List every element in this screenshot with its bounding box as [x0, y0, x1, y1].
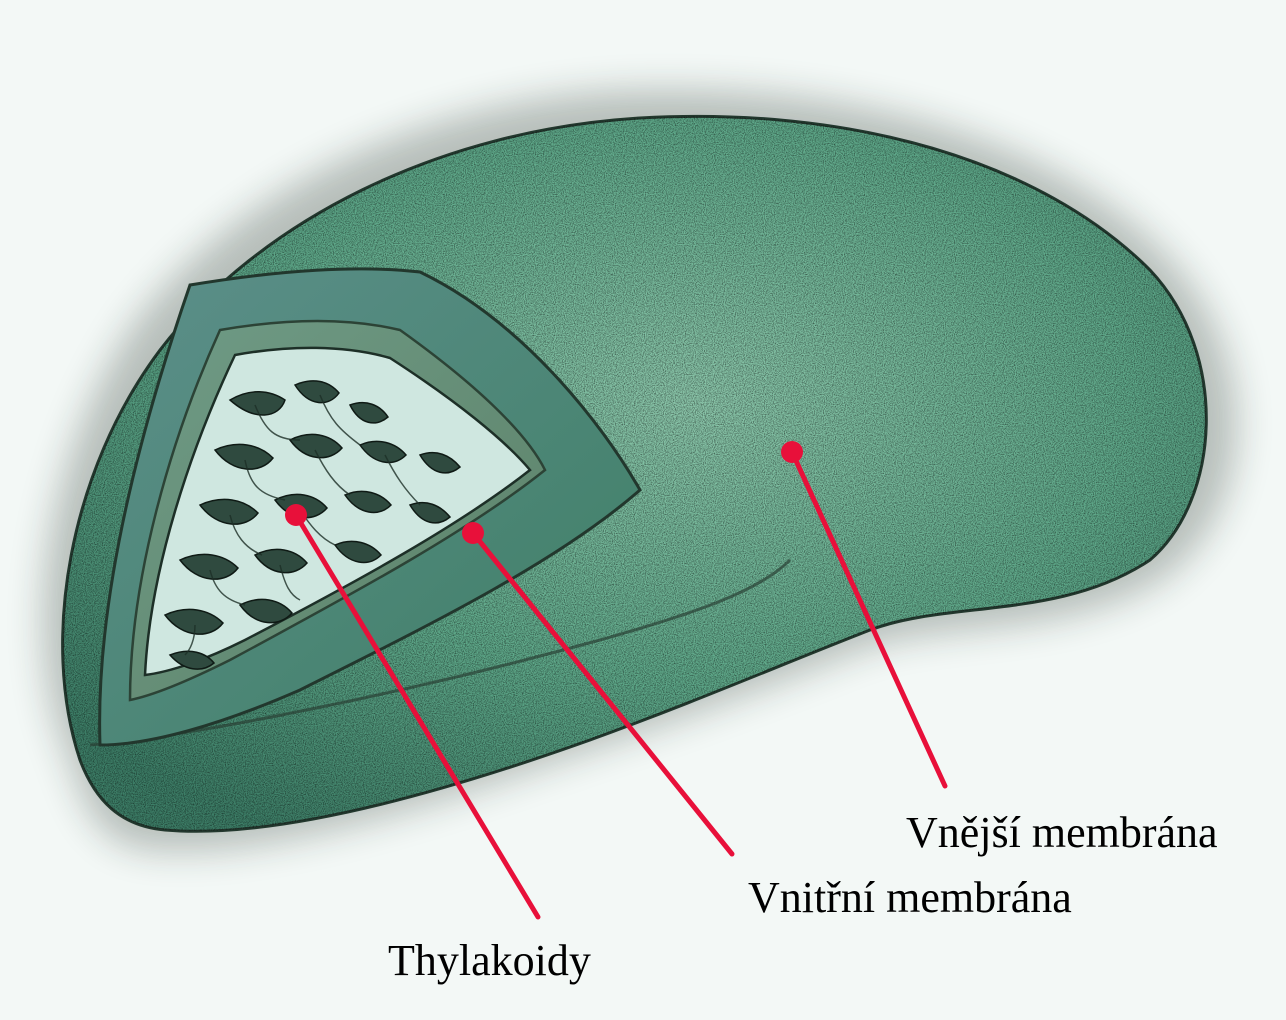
inner-membrane-label: Vnitřní membrána [748, 876, 1072, 920]
pointer-dot-icon [781, 441, 803, 463]
pointer-dot-icon [285, 504, 307, 526]
thylakoids-label: Thylakoidy [388, 939, 591, 983]
outer-membrane-label: Vnější membrána [906, 811, 1218, 855]
pointer-dot-icon [462, 522, 484, 544]
